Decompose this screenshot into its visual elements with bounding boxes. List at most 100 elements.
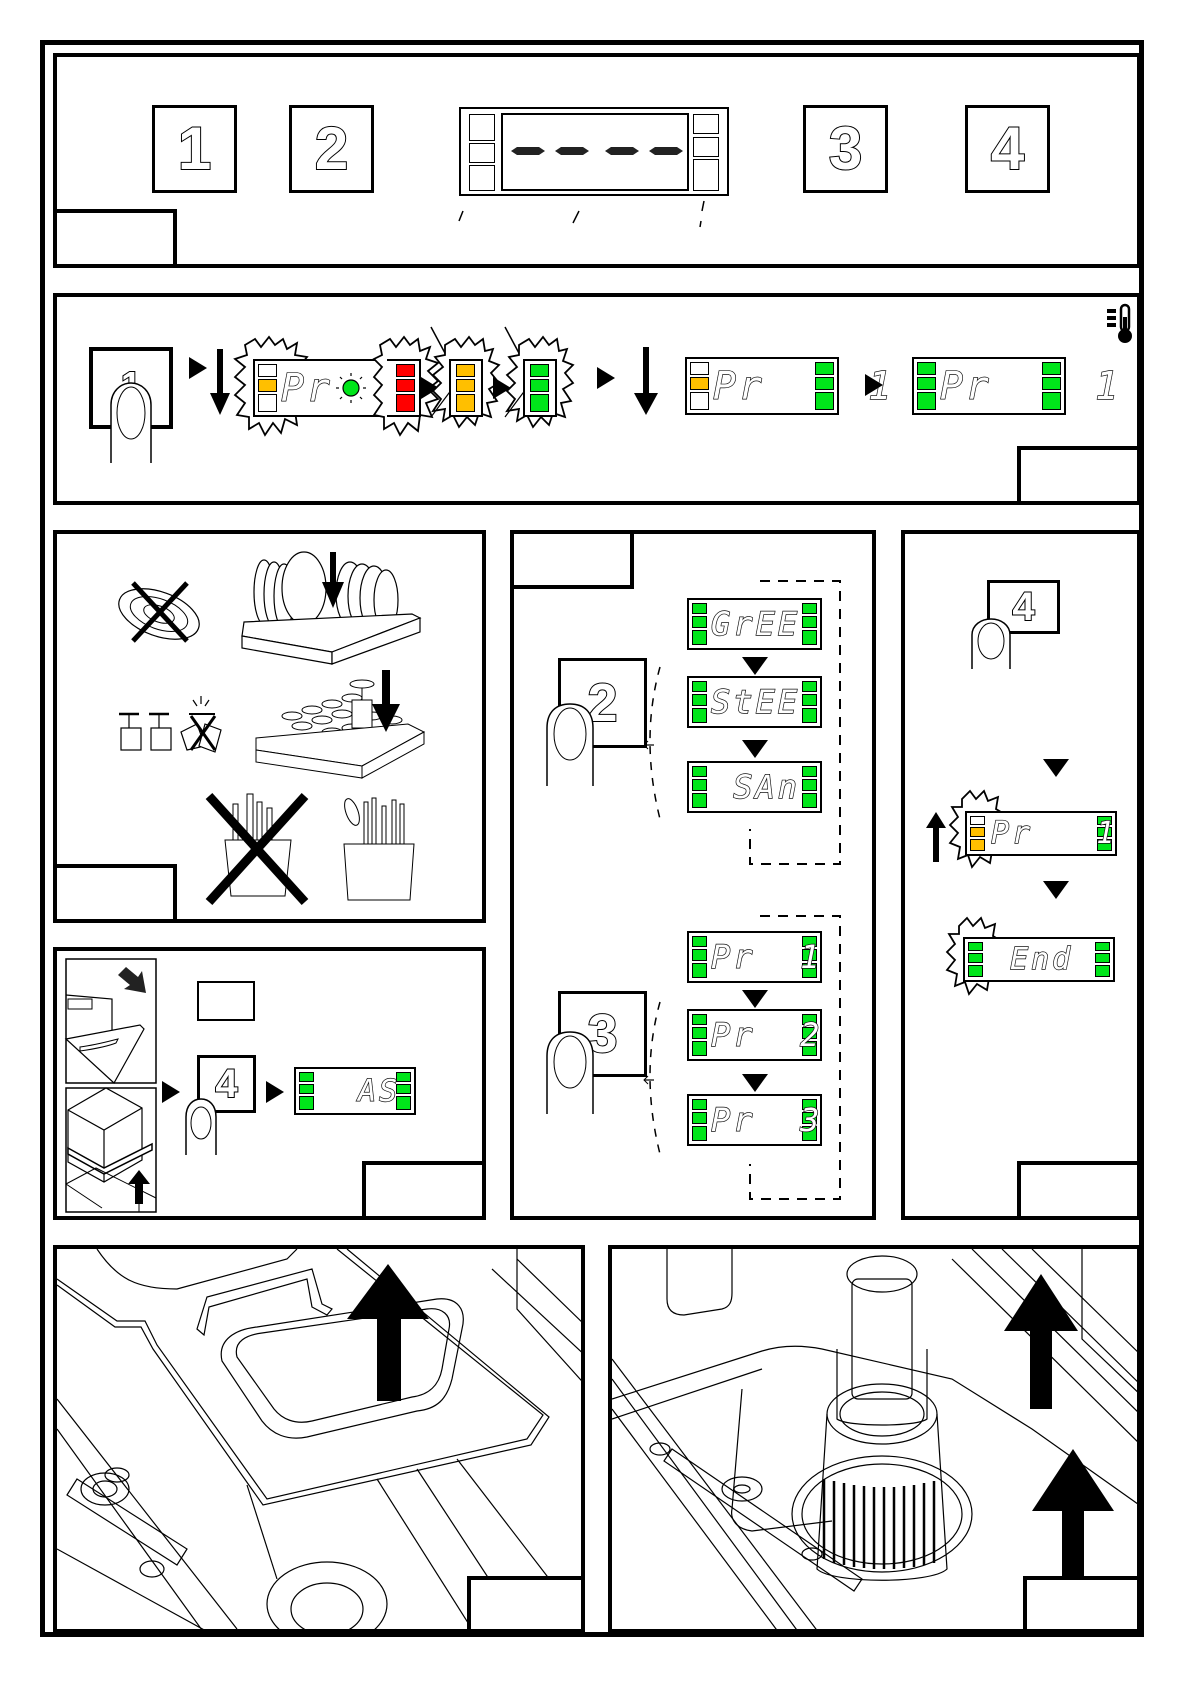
led — [692, 1014, 707, 1025]
panel-label-box — [1023, 1576, 1141, 1633]
panel-loading — [53, 530, 486, 923]
led-block-red — [387, 359, 421, 417]
led — [802, 603, 817, 614]
arrow-down-icon — [742, 740, 768, 758]
display-end-step2: End — [963, 937, 1115, 982]
led — [692, 603, 707, 614]
led — [692, 963, 707, 978]
display-screen — [501, 113, 689, 191]
led — [692, 793, 707, 808]
key-3[interactable]: 3 — [803, 105, 888, 193]
key-1-label: 1 — [178, 119, 211, 179]
led — [396, 394, 415, 412]
finger-icon — [971, 619, 1011, 669]
arrow-up-icon — [926, 812, 946, 862]
led-slot — [469, 114, 495, 141]
led — [970, 827, 985, 836]
led — [692, 936, 707, 947]
led-block-green — [523, 359, 557, 417]
key-1[interactable]: 1 — [152, 105, 237, 193]
led — [970, 839, 985, 851]
led — [299, 1084, 314, 1094]
led — [690, 362, 709, 375]
display-program-2: Pr 2 — [687, 1009, 822, 1061]
led-slot — [693, 137, 719, 157]
finger-icon — [546, 1032, 594, 1114]
led-column-left — [258, 364, 277, 412]
display-step2: Pr 1 — [685, 357, 839, 415]
led — [299, 1096, 314, 1110]
led — [530, 364, 549, 377]
arrow-down-icon — [742, 657, 768, 675]
cutlery-basket-icon — [342, 796, 422, 906]
led — [456, 394, 475, 412]
door-key-label: 4 — [215, 1064, 237, 1104]
key-4[interactable]: 4 — [965, 105, 1050, 193]
led-column-right — [802, 681, 817, 723]
arrow-next-icon — [597, 367, 615, 389]
led-column-left — [968, 942, 983, 977]
key-2-label: 2 — [315, 119, 348, 179]
arrow-next-icon — [865, 374, 883, 396]
key-2[interactable]: 2 — [289, 105, 374, 193]
led — [802, 616, 817, 627]
display-text: End — [989, 939, 1093, 980]
led — [692, 1041, 707, 1056]
led — [917, 392, 936, 410]
display-text: AS — [316, 1069, 394, 1113]
led-column-left — [917, 362, 936, 410]
led — [456, 379, 475, 392]
led — [802, 793, 817, 808]
led — [299, 1072, 314, 1082]
glasses-icon — [117, 694, 247, 754]
thermometer-icon — [1107, 305, 1137, 345]
led-column-left — [692, 1099, 707, 1141]
leader-lines — [459, 197, 759, 257]
arrow-down-icon — [742, 990, 768, 1008]
display-program-3: Pr 3 — [687, 1094, 822, 1146]
led — [968, 953, 983, 962]
led-column-left — [456, 364, 475, 412]
led — [692, 1112, 707, 1123]
led — [968, 965, 983, 977]
cutlery-not-allowed-icon — [205, 792, 315, 912]
plate-not-allowed-icon — [115, 579, 205, 649]
led — [530, 394, 549, 412]
led — [690, 392, 709, 410]
led — [692, 1099, 707, 1110]
led-column-left — [692, 603, 707, 645]
led — [396, 379, 415, 392]
panel-label-box — [1017, 1161, 1141, 1220]
panel-control-overview: 1 2 3 4 — [53, 53, 1141, 268]
led — [690, 377, 709, 390]
led — [802, 681, 817, 692]
led-column-left — [692, 766, 707, 808]
display-cycle-san: SAn — [687, 761, 822, 813]
blank-key-box — [197, 981, 255, 1021]
display-end-step1: Pr 1 — [965, 811, 1117, 856]
panel-end-cycle: 4 Pr 1 End — [901, 530, 1141, 1220]
display-as: AS — [294, 1067, 416, 1115]
led — [1095, 942, 1110, 951]
end-key-label: 4 — [1012, 587, 1034, 627]
panel-cycle-program-select: 2 GrEE StEE SAn 3 Pr 1 Pr 2 — [510, 530, 876, 1220]
led — [692, 681, 707, 692]
display-unit — [459, 107, 729, 196]
led-column-right — [802, 603, 817, 645]
led-column-right — [396, 364, 415, 412]
led-column-right — [802, 766, 817, 808]
panel-remove-overflow-pipe — [608, 1245, 1141, 1633]
arrow-down-icon — [742, 1074, 768, 1092]
panel-label-box — [53, 864, 177, 923]
led — [802, 766, 817, 777]
led — [917, 362, 936, 375]
led — [692, 1126, 707, 1141]
led-column-right — [1095, 942, 1110, 977]
led — [802, 630, 817, 645]
display-cycle-gree: GrEE — [687, 598, 822, 650]
led-column-left — [690, 362, 709, 410]
arrow-down-icon — [1043, 881, 1069, 899]
led — [530, 379, 549, 392]
display-text: Pr 2 — [711, 1011, 800, 1059]
door-open-illustration — [66, 959, 158, 1085]
